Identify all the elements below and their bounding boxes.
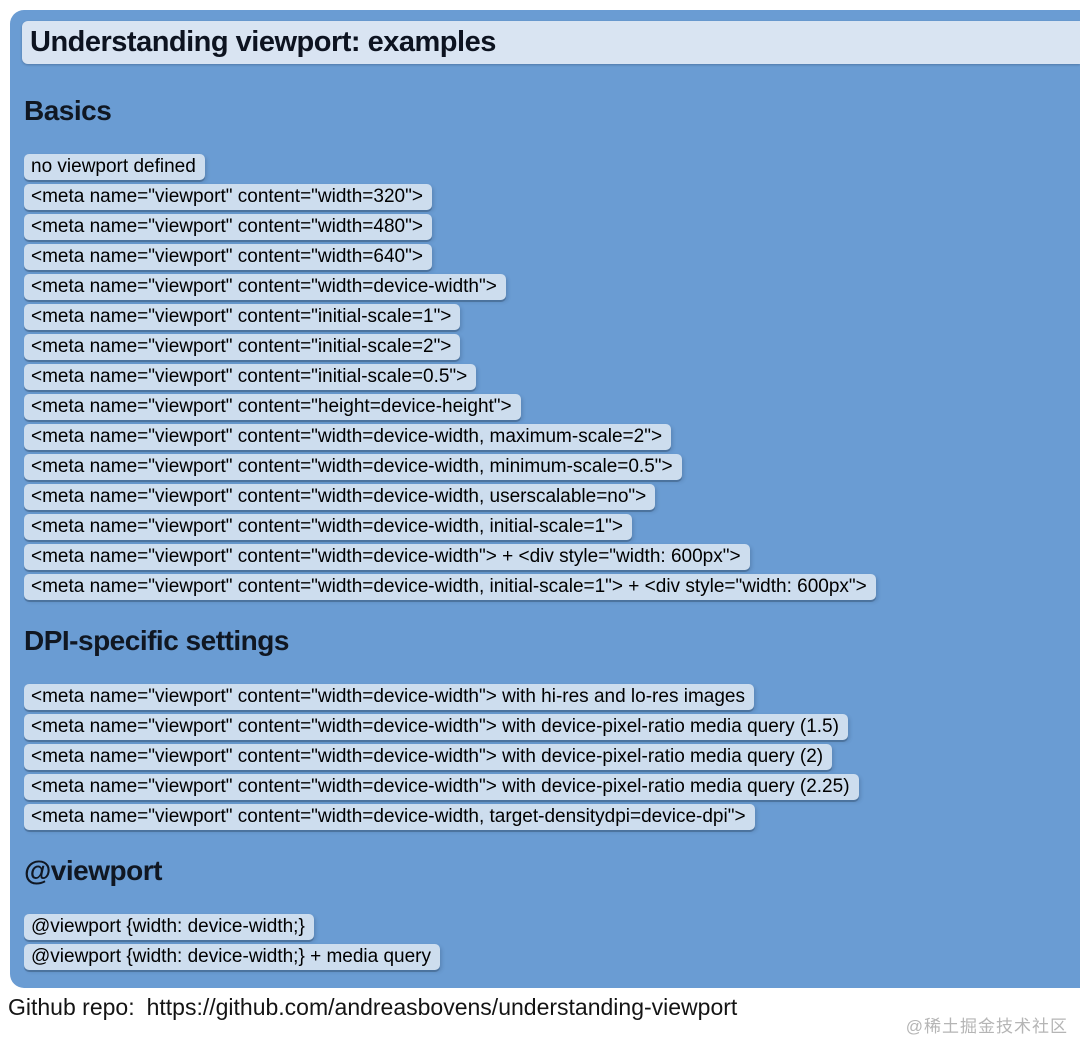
example-link[interactable]: @viewport {width: device-width;} <box>24 914 314 940</box>
example-section: DPI-specific settings <meta name="viewpo… <box>24 624 1066 830</box>
github-repo-url: https://github.com/andreasbovens/underst… <box>146 994 738 1020</box>
example-link[interactable]: <meta name="viewport" content="width=dev… <box>24 484 656 510</box>
example-section: @viewport @viewport {width: device-width… <box>24 854 1066 970</box>
example-link[interactable]: <meta name="viewport" content="width=dev… <box>24 684 754 710</box>
section-heading: DPI-specific settings <box>24 625 289 656</box>
example-link[interactable]: <meta name="viewport" content="width=dev… <box>24 544 750 570</box>
section-heading: @viewport <box>24 855 162 886</box>
example-link[interactable]: <meta name="viewport" content="width=dev… <box>24 744 833 770</box>
example-link[interactable]: <meta name="viewport" content="initial-s… <box>24 364 477 390</box>
example-link[interactable]: <meta name="viewport" content="width=dev… <box>24 774 859 800</box>
example-link[interactable]: no viewport defined <box>24 154 205 180</box>
example-link[interactable]: <meta name="viewport" content="width=dev… <box>24 714 848 740</box>
watermark: @稀土掘金技术社区 <box>905 1017 1068 1036</box>
section-heading: Basics <box>24 95 112 126</box>
section-list: no viewport defined <meta name="viewport"… <box>24 154 1066 600</box>
sections: Basics no viewport defined <meta name="vi… <box>10 94 1080 970</box>
example-link[interactable]: <meta name="viewport" content="width=dev… <box>24 454 682 480</box>
section-list: @viewport {width: device-width;} @viewpor… <box>24 914 1066 970</box>
example-link[interactable]: <meta name="viewport" content="width=dev… <box>24 424 672 450</box>
example-link[interactable]: @viewport {width: device-width;} + media… <box>24 944 441 970</box>
example-link[interactable]: <meta name="viewport" content="width=480… <box>24 214 432 240</box>
example-link[interactable]: <meta name="viewport" content="width=dev… <box>24 514 633 540</box>
example-link[interactable]: <meta name="viewport" content="width=dev… <box>24 804 755 830</box>
example-link[interactable]: <meta name="viewport" content="initial-s… <box>24 334 461 360</box>
github-repo-line: Github repo: https://github.com/andreasbo… <box>8 994 737 1021</box>
github-repo-label: Github repo: <box>8 994 135 1020</box>
page-title: Understanding viewport: examples <box>30 26 496 58</box>
example-link[interactable]: <meta name="viewport" content="width=640… <box>24 244 432 270</box>
section-list: <meta name="viewport" content="width=dev… <box>24 684 1066 830</box>
viewport-examples-panel: Understanding viewport: examples Basics … <box>10 10 1080 988</box>
example-link[interactable]: <meta name="viewport" content="height=de… <box>24 394 521 420</box>
example-link[interactable]: <meta name="viewport" content="width=dev… <box>24 574 876 600</box>
page-title-bar: Understanding viewport: examples <box>22 21 1080 64</box>
example-section: Basics no viewport defined <meta name="vi… <box>24 94 1066 600</box>
example-link[interactable]: <meta name="viewport" content="initial-s… <box>24 304 461 330</box>
example-link[interactable]: <meta name="viewport" content="width=dev… <box>24 274 506 300</box>
example-link[interactable]: <meta name="viewport" content="width=320… <box>24 184 432 210</box>
